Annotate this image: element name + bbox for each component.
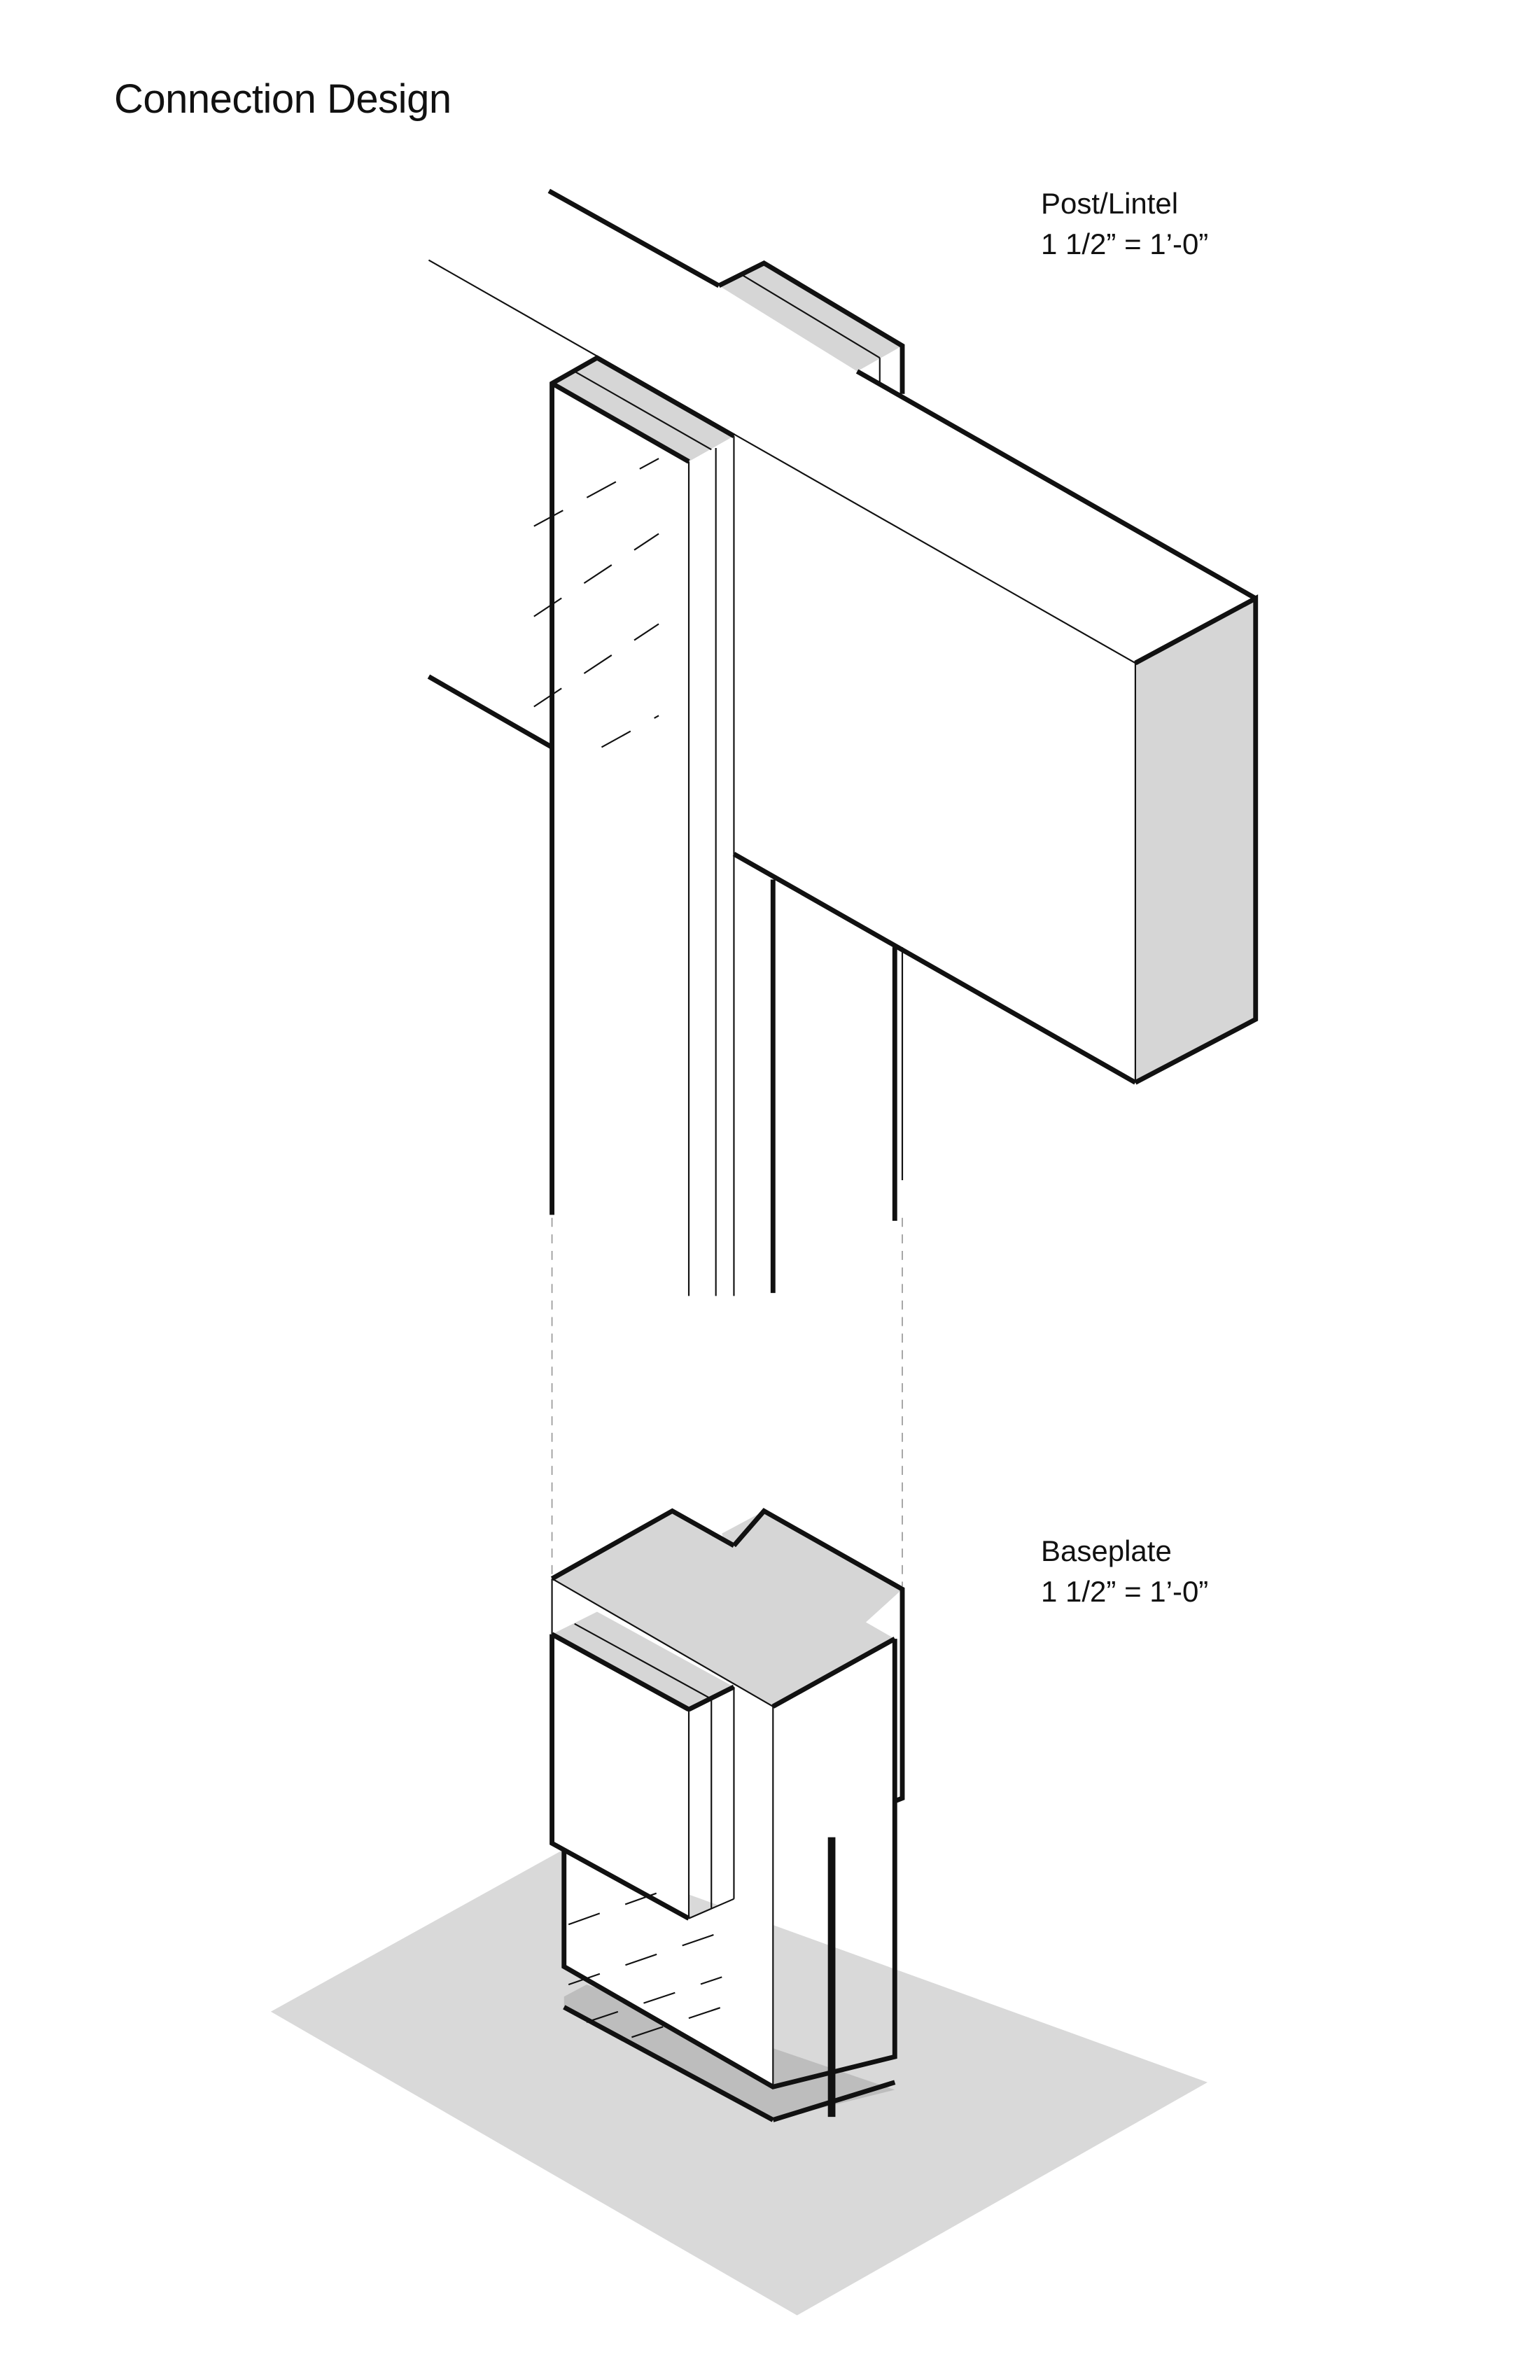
view-name: Baseplate [1041,1534,1172,1567]
view-scale: 1 1/2” = 1’-0” [1041,1575,1209,1608]
view-scale: 1 1/2” = 1’-0” [1041,227,1209,260]
page-title: Connection Design [114,76,451,122]
baseplate-axonometric [270,1508,1208,2316]
top-slab [552,1511,895,1707]
baseplate-label: Baseplate 1 1/2” = 1’-0” [1041,1531,1208,1612]
post-lintel-axonometric [427,188,1259,1586]
view-name: Post/Lintel [1041,187,1179,220]
post-lintel-label: Post/Lintel 1 1/2” = 1’-0” [1041,183,1208,265]
beam-end-face [1135,598,1256,1083]
